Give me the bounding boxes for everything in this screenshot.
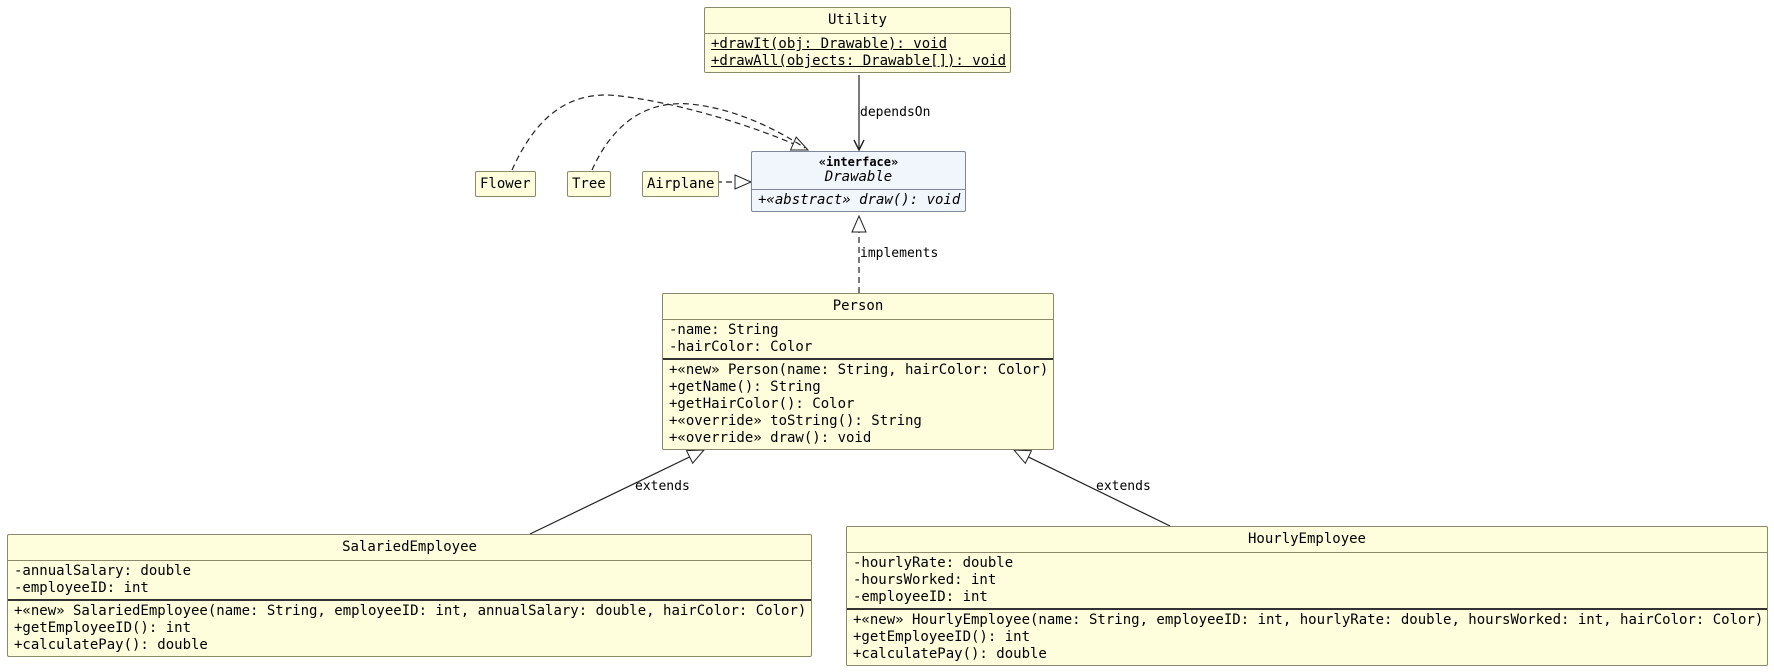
edge-flower-realization (511, 94, 810, 171)
fields-section: -name: String -hairColor: Color (663, 319, 1053, 358)
method: +getHairColor(): Color (669, 396, 855, 412)
fields-section: -hourlyRate: double -hoursWorked: int -e… (847, 552, 1767, 608)
field: -hourlyRate: double (853, 555, 1014, 571)
edge-label-extends-hourly: extends (1096, 479, 1151, 494)
class-person[interactable]: Person -name: String -hairColor: Color +… (662, 293, 1054, 450)
class-name: Airplane (647, 176, 715, 192)
method: +calculatePay(): double (853, 646, 1047, 662)
class-tree[interactable]: Tree (567, 171, 611, 197)
stereotype-label: «interface» (818, 155, 899, 169)
edge-extends-salaried (529, 449, 706, 535)
field: -employeeID: int (14, 580, 149, 596)
method: +drawAll(objects: Drawable[]): void (711, 53, 1007, 69)
method: +«abstract» draw(): void (758, 192, 961, 208)
methods-section: +«new» SalariedEmployee(name: String, em… (8, 599, 811, 656)
edge-label-extends-salaried: extends (635, 479, 690, 494)
class-name: HourlyEmployee (1247, 531, 1366, 547)
interface-header: «interface» Drawable (752, 152, 965, 189)
field: -hairColor: Color (669, 339, 813, 355)
method: +getEmployeeID(): int (14, 620, 192, 636)
methods-section: +«abstract» draw(): void (752, 189, 965, 211)
method: +calculatePay(): double (14, 637, 208, 653)
fields-section: -annualSalary: double -employeeID: int (8, 560, 811, 599)
method: +getName(): String (669, 379, 821, 395)
method: +«override» draw(): void (669, 430, 872, 446)
class-utility[interactable]: Utility +drawIt(obj: Drawable): void +dr… (704, 7, 1011, 73)
interface-drawable[interactable]: «interface» Drawable +«abstract» draw():… (751, 151, 966, 212)
method: +«new» SalariedEmployee(name: String, em… (14, 603, 807, 619)
class-hourly-employee[interactable]: HourlyEmployee -hourlyRate: double -hour… (846, 526, 1768, 666)
method: +getEmployeeID(): int (853, 629, 1031, 645)
method: +«new» Person(name: String, hairColor: C… (669, 362, 1049, 378)
edge-tree-realization (591, 103, 806, 171)
class-salaried-employee[interactable]: SalariedEmployee -annualSalary: double -… (7, 534, 812, 657)
methods-section: +«new» Person(name: String, hairColor: C… (663, 358, 1053, 449)
class-name: SalariedEmployee (342, 539, 477, 555)
class-name: Flower (480, 176, 531, 192)
field: -employeeID: int (853, 589, 988, 605)
method: +drawIt(obj: Drawable): void (711, 36, 948, 52)
edge-label-implements: implements (860, 246, 939, 261)
method: +«override» toString(): String (669, 413, 922, 429)
method: +«new» HourlyEmployee(name: String, empl… (853, 612, 1764, 628)
methods-section: +«new» HourlyEmployee(name: String, empl… (847, 608, 1767, 665)
class-name: Utility (827, 12, 887, 28)
field: -hoursWorked: int (853, 572, 997, 588)
field: -annualSalary: double (14, 563, 192, 579)
class-name: Tree (572, 176, 606, 192)
class-airplane[interactable]: Airplane (642, 171, 720, 197)
class-name: Person (832, 298, 884, 314)
class-flower[interactable]: Flower (475, 171, 536, 197)
field: -name: String (669, 322, 779, 338)
interface-name: Drawable (824, 169, 893, 185)
edge-extends-hourly (1012, 449, 1171, 527)
edge-label-depends-on: dependsOn (860, 105, 931, 120)
methods-section: +drawIt(obj: Drawable): void +drawAll(ob… (705, 33, 1010, 72)
